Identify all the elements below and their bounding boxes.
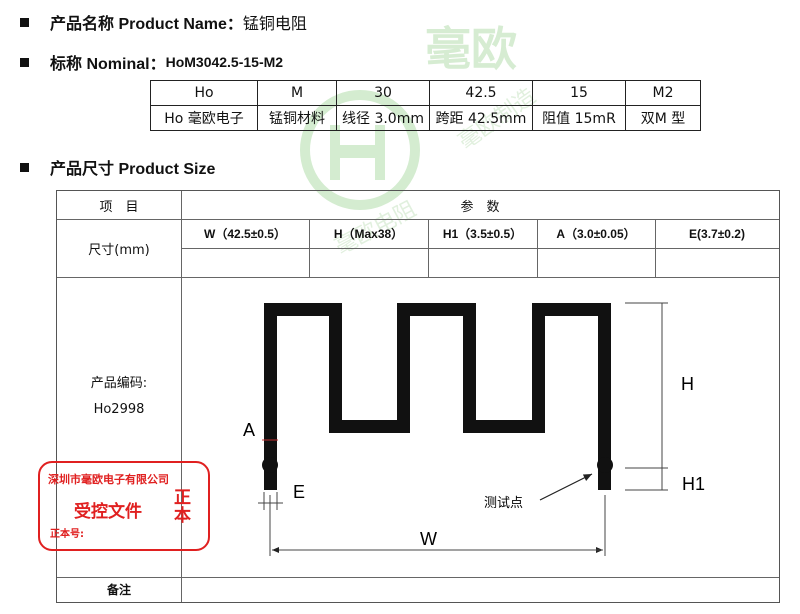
nominal-value: HoM3042.5-15-M2 <box>165 54 284 70</box>
remark-label: 备注 <box>106 583 131 597</box>
col-e: E(3.7±0.2) <box>689 226 745 241</box>
col-w: W（42.5±0.5） <box>204 227 286 241</box>
bullet-square-icon <box>20 57 29 67</box>
controlled-document-stamp: 深圳市毫欧电子有限公司 受控文件 正本 正本号: <box>38 461 210 551</box>
nominal-cell: Ho 毫欧电子 <box>150 105 258 131</box>
nominal-cell: 阻值 15mR <box>532 105 626 131</box>
dim-a-label: A <box>243 420 255 440</box>
col-h: H（Max38） <box>333 227 404 241</box>
nominal-cell: 线径 3.0mm <box>336 105 430 131</box>
bullet-square-icon <box>20 162 29 172</box>
product-code-value: Ho2998 <box>93 401 145 417</box>
stamp-controlled: 受控文件 <box>74 502 142 522</box>
product-name-value: 锰铜电阻 <box>242 14 307 33</box>
col-a: A（3.0±0.05） <box>556 227 636 241</box>
nominal-line: 标称 Nominal： HoM3042.5-15-M2 <box>20 50 283 74</box>
dim-h1-label: H1 <box>682 474 705 494</box>
product-size-line: 产品尺寸 Product Size <box>20 155 215 179</box>
product-name-line: 产品名称 Product Name： 锰铜电阻 <box>20 10 307 34</box>
nominal-cell: M2 <box>625 80 701 106</box>
nominal-cell: 跨距 42.5mm <box>429 105 533 131</box>
nominal-row-codes: Ho M 30 42.5 15 M2 <box>150 80 701 106</box>
test-point-right <box>597 457 613 473</box>
nominal-cell: 双M 型 <box>625 105 701 131</box>
col-h1: H1（3.5±0.5） <box>442 227 523 241</box>
product-size-label: 产品尺寸 Product Size <box>50 161 216 178</box>
nominal-row-meanings: Ho 毫欧电子 锰铜材料 线径 3.0mm 跨距 42.5mm 阻值 15mR … <box>150 105 701 131</box>
size-label: 尺寸(mm) <box>88 242 150 258</box>
nominal-cell: 15 <box>532 80 626 106</box>
nominal-cell: Ho <box>150 80 258 106</box>
nominal-table: Ho M 30 42.5 15 M2 Ho 毫欧电子 锰铜材料 线径 3.0mm… <box>150 80 701 131</box>
stamp-original: 正本 <box>174 488 191 526</box>
dim-h-label: H <box>681 374 694 394</box>
product-name-label: 产品名称 Product Name： <box>50 16 243 33</box>
product-code-label: 产品编码: <box>90 375 148 391</box>
stamp-company: 深圳市毫欧电子有限公司 <box>48 473 169 486</box>
test-point-left <box>262 457 278 473</box>
dim-e-label: E <box>293 482 305 502</box>
resistor-body <box>264 303 611 490</box>
stamp-number-label: 正本号: <box>50 529 84 540</box>
dim-w-label: W <box>420 529 437 549</box>
nominal-cell: 锰铜材料 <box>257 105 337 131</box>
bullet-square-icon <box>20 17 29 27</box>
nominal-cell: 42.5 <box>429 80 533 106</box>
param-header: 参 数 <box>460 199 500 215</box>
item-header: 项 目 <box>99 199 139 215</box>
size-spec-table: 项 目 参 数 尺寸(mm) W（42.5±0.5） H（Max38） H1（3… <box>56 190 780 603</box>
test-point-label: 测试点 <box>484 496 523 511</box>
nominal-label: 标称 Nominal： <box>50 56 166 73</box>
